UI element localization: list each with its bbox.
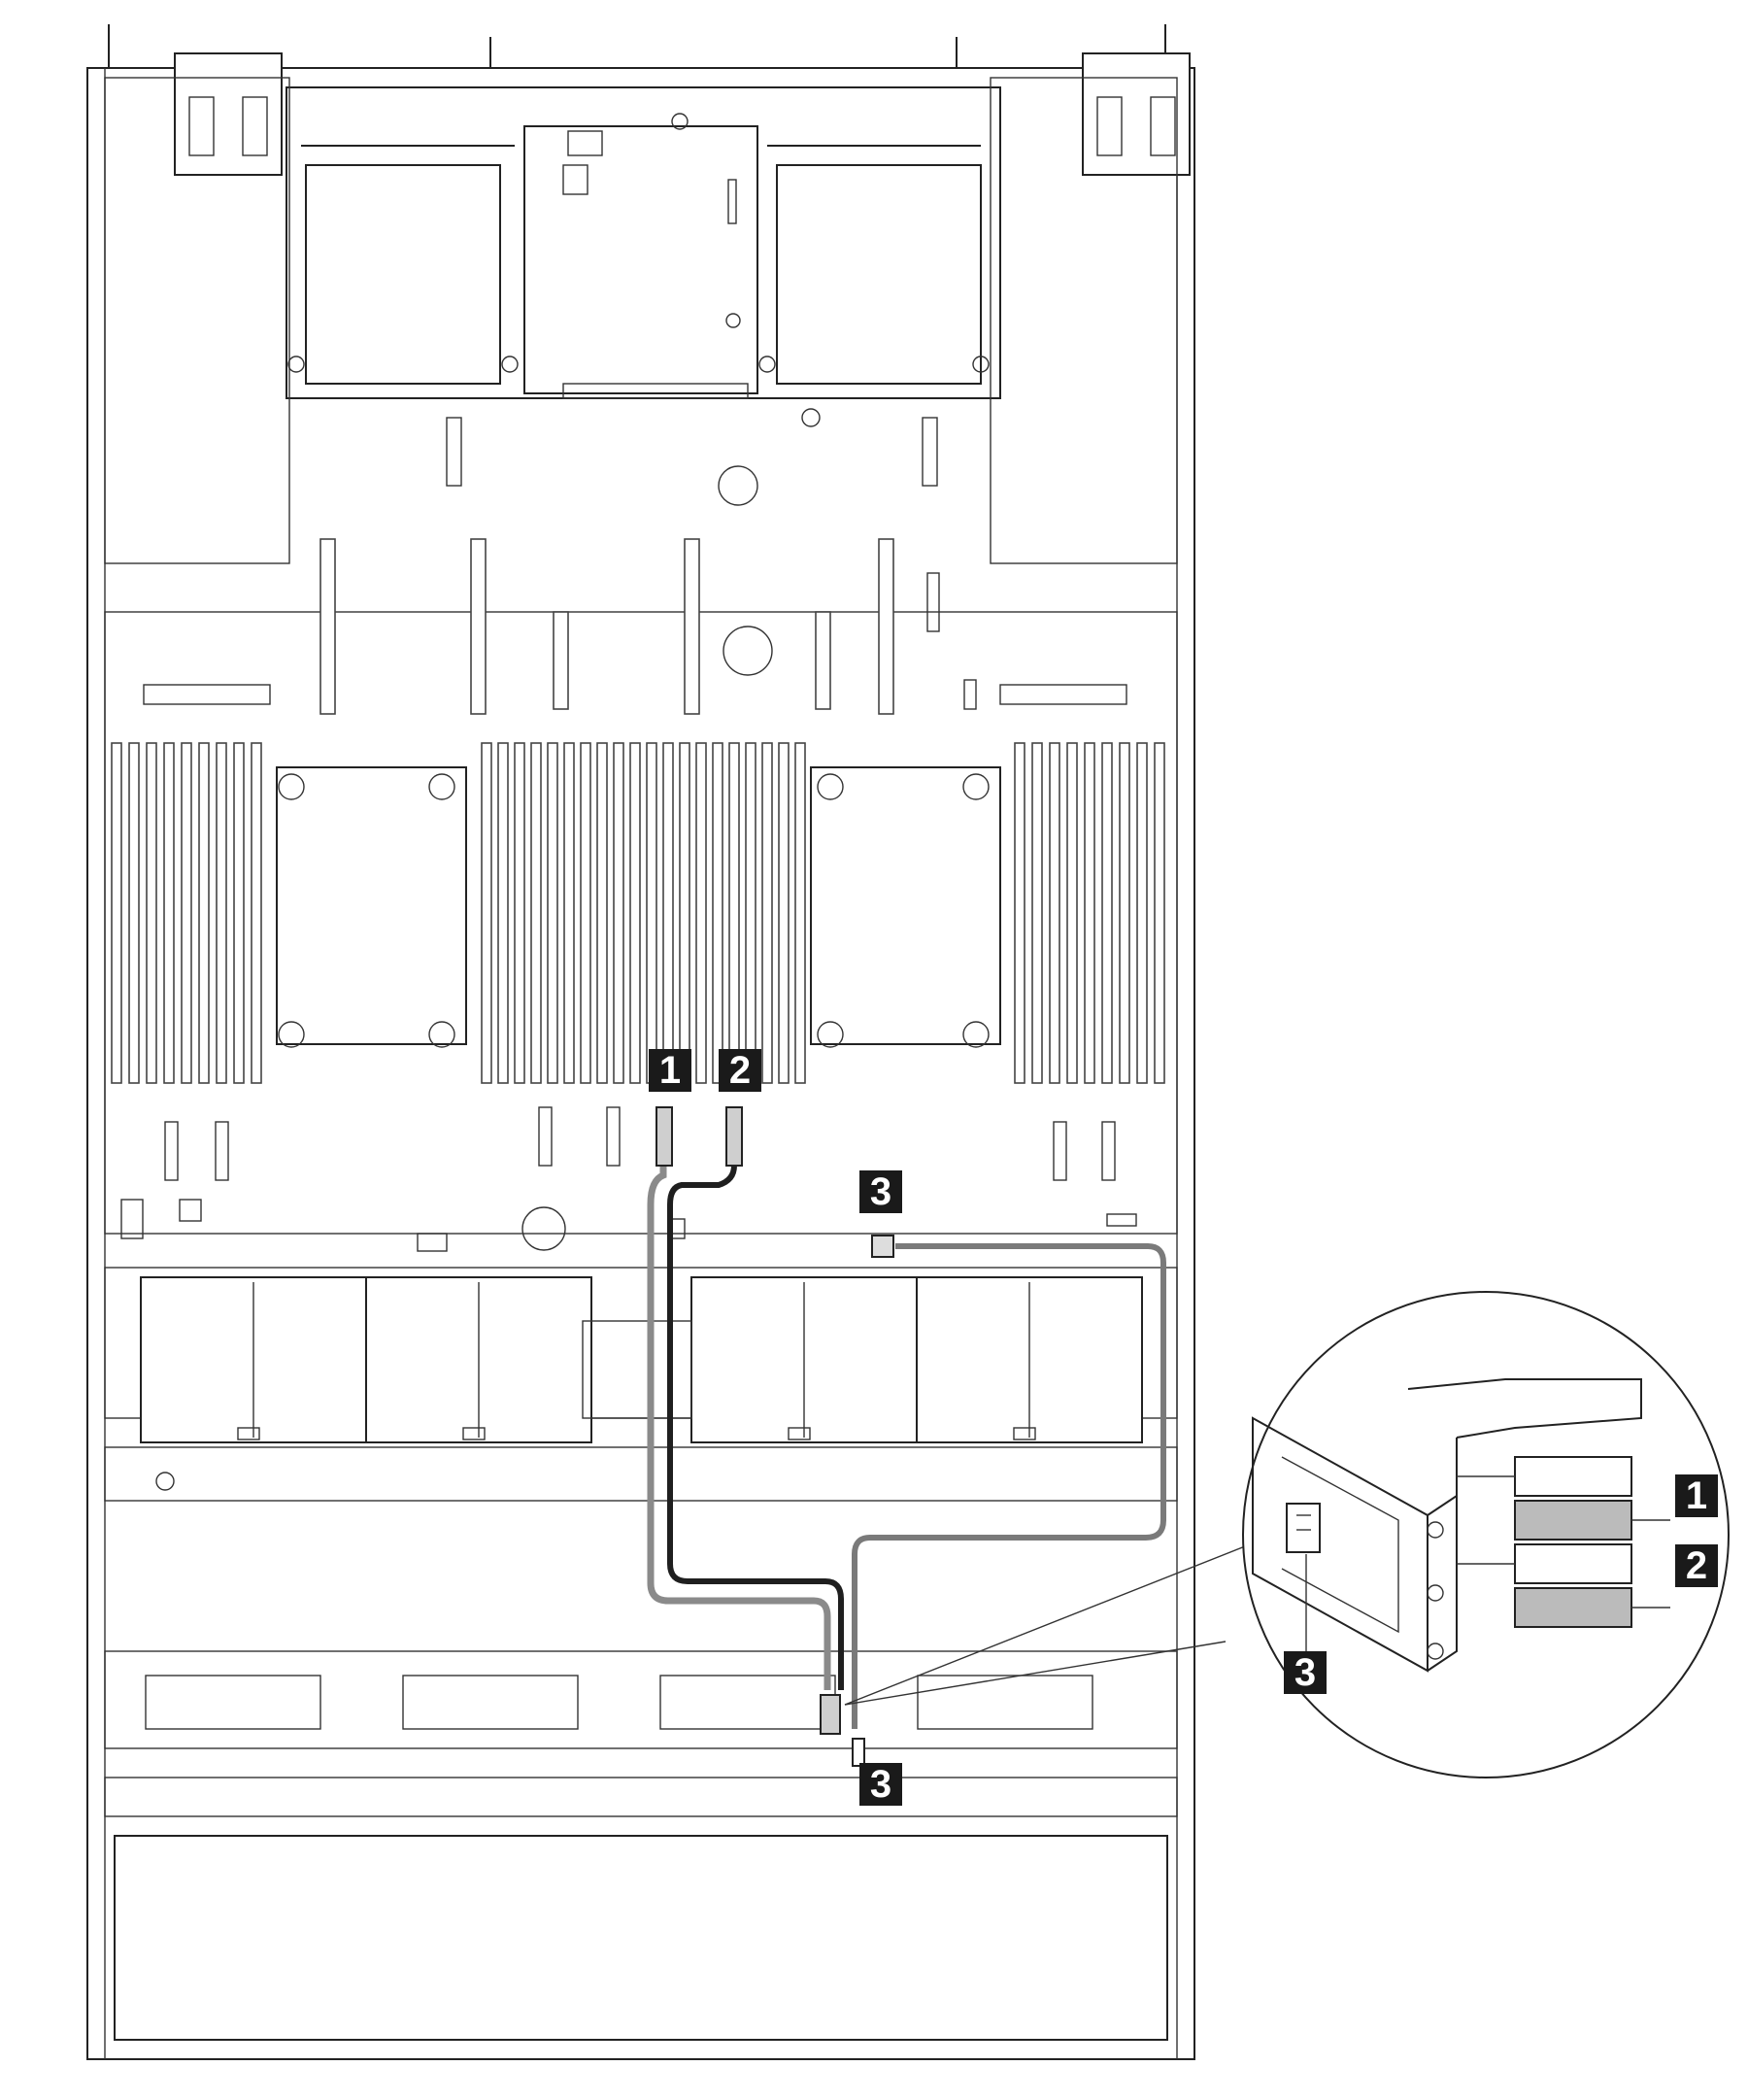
front-drive-backplane: [104, 1650, 1178, 2041]
fan-cage: [104, 1267, 1178, 1443]
psu-latch-left[interactable]: [174, 52, 283, 176]
system-board: [104, 408, 1178, 1235]
zoom-inset: [844, 1291, 1730, 1778]
callout-3-board: 3: [859, 1170, 902, 1213]
cable-1-2-backplane-connector: [820, 1694, 841, 1735]
cable-1-route: [647, 1151, 831, 1690]
svg-text:1: 1: [1686, 1474, 1707, 1517]
callout-1-board: 1: [649, 1049, 691, 1092]
rear-riser-assembly: [286, 86, 1001, 399]
callout-3-inset: 3: [1284, 1651, 1327, 1694]
cable-3-backplane-connector: [852, 1738, 865, 1767]
svg-text:3: 3: [870, 1763, 891, 1806]
callout-3-backplane: 3: [859, 1763, 902, 1806]
board-connectors-lower: [120, 1106, 1137, 1252]
cable-2-route: [667, 1151, 844, 1690]
dimm-bank-right: [1014, 742, 1165, 1084]
callout-2-board: 2: [719, 1049, 761, 1092]
svg-text:2: 2: [729, 1049, 751, 1092]
dimm-bank-left: [111, 742, 262, 1084]
psu-latch-right[interactable]: [1082, 52, 1191, 176]
callout-1-inset: 1: [1675, 1474, 1718, 1517]
svg-text:2: 2: [1686, 1544, 1707, 1587]
cable-3-route: [852, 1243, 1166, 1729]
cable-1-board-connector: [656, 1106, 673, 1167]
svg-text:3: 3: [870, 1170, 891, 1213]
svg-text:3: 3: [1294, 1651, 1316, 1694]
svg-text:1: 1: [659, 1049, 681, 1092]
cable-2-board-connector: [725, 1106, 743, 1167]
dimm-bank-center: [481, 742, 806, 1084]
callout-2-inset: 2: [1675, 1544, 1718, 1587]
cable-3-board-connector: [871, 1235, 894, 1258]
